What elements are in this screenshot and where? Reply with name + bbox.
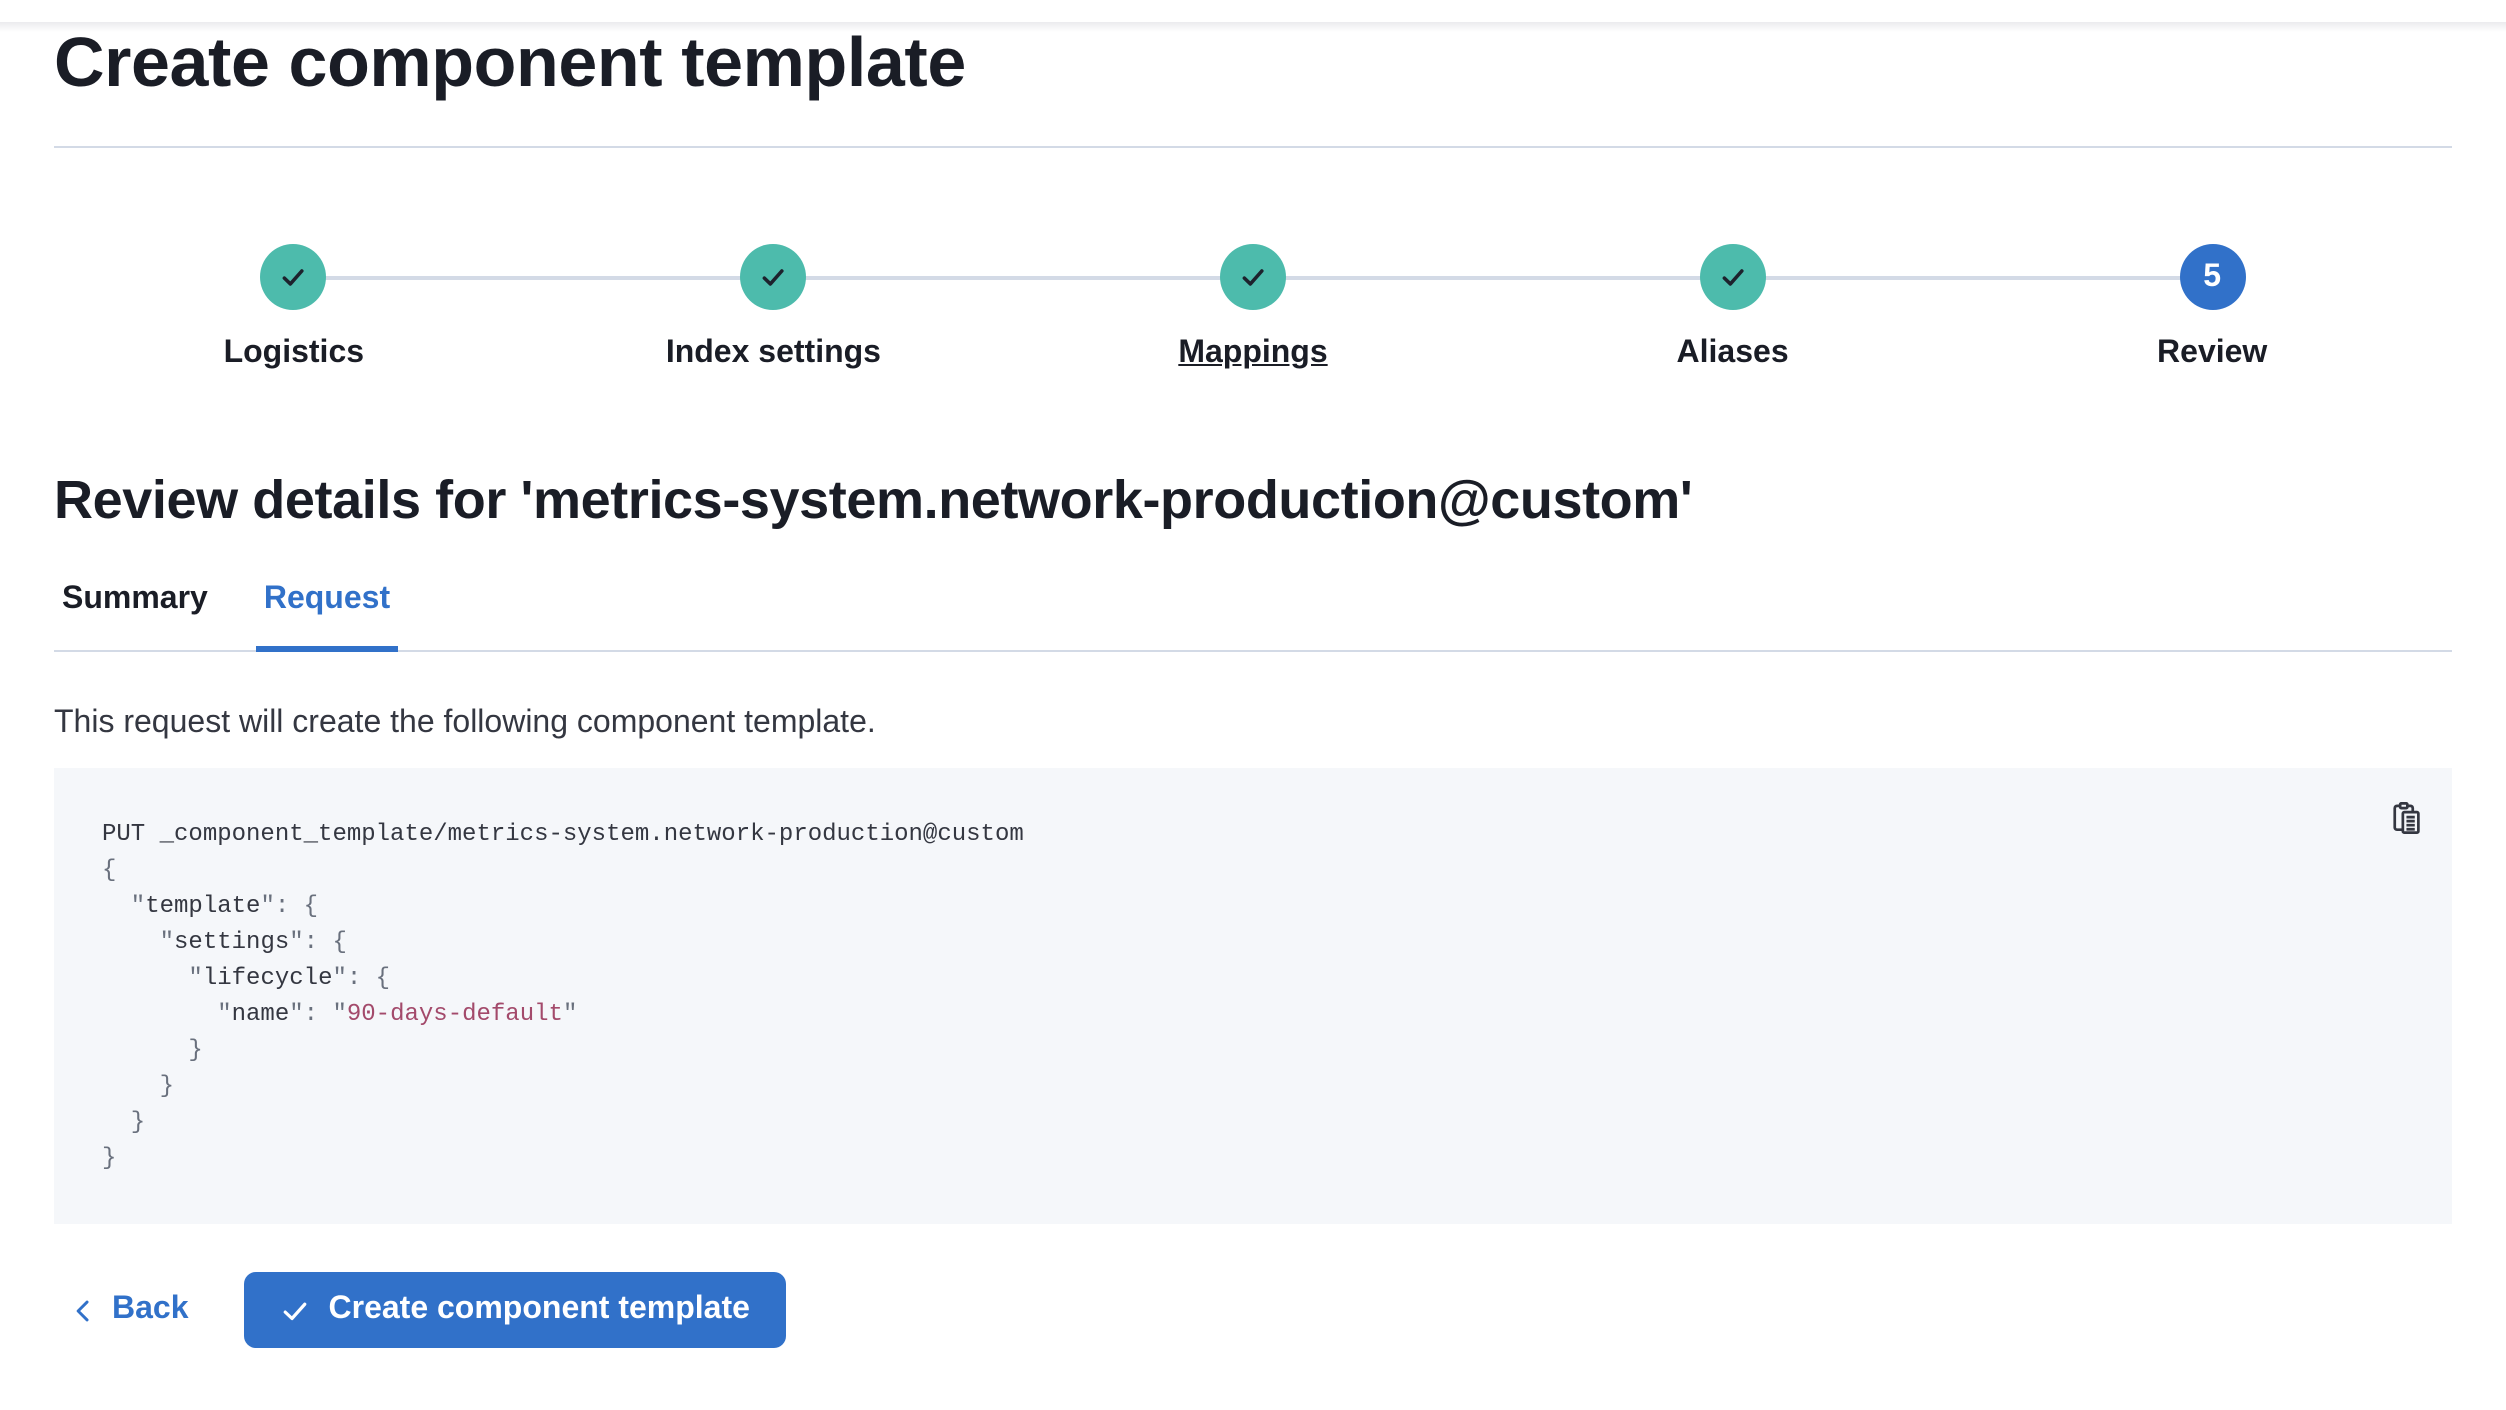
step-review: 5 Review: [1972, 244, 2452, 378]
code-line: {: [102, 856, 117, 884]
step-index-settings[interactable]: Index settings: [534, 244, 1014, 378]
step-label-mappings[interactable]: Mappings: [1178, 336, 1328, 370]
tab-bar: Summary Request: [54, 568, 2452, 652]
title-divider: [54, 146, 2452, 148]
page-title: Create component template: [54, 24, 966, 102]
check-icon: [1242, 269, 1264, 286]
code-line: "template": {: [102, 892, 319, 920]
step-aliases-status[interactable]: [1699, 244, 1766, 310]
step-logistics-status[interactable]: [260, 244, 327, 310]
code-line: }: [102, 1036, 203, 1064]
check-icon: [1722, 269, 1744, 286]
step-label-review: Review: [2157, 336, 2268, 370]
check-icon: [283, 269, 305, 286]
stepper: Logistics Index settings Mappings Aliase…: [54, 244, 2452, 378]
copy-button[interactable]: [2380, 792, 2432, 844]
step-mappings[interactable]: Mappings: [1013, 244, 1493, 378]
step-review-status: 5: [2179, 244, 2246, 310]
back-button[interactable]: Back: [54, 1272, 205, 1348]
copy-clipboard-icon: [2393, 802, 2420, 834]
app-window: Create component template Logistics Inde…: [0, 22, 2506, 1410]
check-icon: [284, 1301, 307, 1320]
code-line: }: [102, 1144, 117, 1172]
create-component-template-page: Create component template Logistics Inde…: [0, 22, 2506, 1348]
step-label-logistics[interactable]: Logistics: [223, 336, 365, 370]
code-line: PUT _component_template/metrics-system.n…: [102, 820, 1024, 848]
chevron-left-icon: [76, 1299, 89, 1321]
step-aliases[interactable]: Aliases: [1493, 244, 1973, 378]
footer-actions: Back Create component template: [54, 1272, 2452, 1348]
request-description: This request will create the following c…: [54, 706, 876, 740]
code-line: "lifecycle": {: [102, 964, 391, 992]
check-icon: [762, 269, 784, 286]
request-code-block: PUT _component_template/metrics-system.n…: [54, 768, 2452, 1224]
create-component-template-button[interactable]: Create component template: [244, 1272, 786, 1348]
step-label-index-settings[interactable]: Index settings: [665, 336, 881, 370]
step-index-settings-status[interactable]: [740, 244, 807, 310]
code-content: PUT _component_template/metrics-system.n…: [102, 816, 2352, 1176]
tab-summary[interactable]: Summary: [62, 582, 208, 616]
tab-request[interactable]: Request: [255, 568, 399, 652]
create-button-label: Create component template: [328, 1292, 750, 1326]
back-label: Back: [112, 1292, 189, 1326]
step-label-aliases[interactable]: Aliases: [1676, 336, 1789, 370]
window-top-edge: [0, 22, 2506, 32]
code-line: }: [102, 1072, 175, 1100]
review-heading: Review details for 'metrics-system.netwo…: [54, 470, 1693, 530]
step-logistics[interactable]: Logistics: [54, 244, 534, 378]
step-mappings-status[interactable]: [1219, 244, 1286, 310]
code-line: "name": "90-days-default": [102, 1000, 578, 1028]
code-line: "settings": {: [102, 928, 347, 956]
code-line: }: [102, 1108, 146, 1136]
